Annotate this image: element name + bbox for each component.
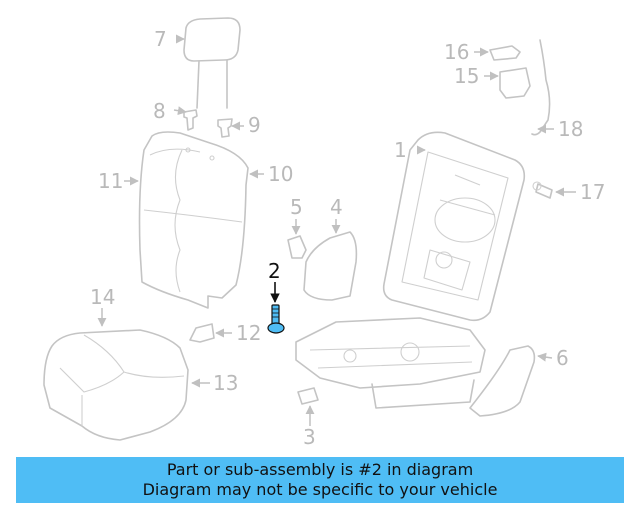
highlighted-bolt-2 xyxy=(267,304,285,334)
banner-line-2: Diagram may not be specific to your vehi… xyxy=(142,480,498,499)
callout-16: 16 xyxy=(444,40,469,64)
seat-base-frame xyxy=(295,317,486,409)
info-banner: Part or sub-assembly is #2 in diagram Di… xyxy=(16,457,624,503)
headrest xyxy=(183,17,241,109)
callout-15: 15 xyxy=(454,64,479,88)
callout-11: 11 xyxy=(98,169,123,193)
trim-cover-6 xyxy=(469,345,536,417)
headrest-guide-9 xyxy=(217,118,233,138)
callout-9: 9 xyxy=(248,113,261,137)
latch-15 xyxy=(499,67,531,99)
handle-16 xyxy=(489,45,521,61)
callout-2: 2 xyxy=(268,259,281,283)
callout-6: 6 xyxy=(556,346,569,370)
seat-back-frame xyxy=(382,131,526,322)
callout-12: 12 xyxy=(236,321,261,345)
callout-7: 7 xyxy=(154,27,167,51)
callout-4: 4 xyxy=(330,195,343,219)
callout-arrows xyxy=(97,34,576,426)
callout-14: 14 xyxy=(90,285,115,309)
callout-13: 13 xyxy=(213,371,238,395)
callout-labels: 7 8 9 10 11 12 13 14 5 4 6 3 1 17 16 15 … xyxy=(90,27,605,449)
bolt-17 xyxy=(532,181,553,199)
seat-cushion xyxy=(43,329,189,441)
callout-18: 18 xyxy=(558,117,583,141)
cable-18 xyxy=(531,39,551,136)
parts-diagram: 7 8 9 10 11 12 13 14 5 4 6 3 1 17 16 15 … xyxy=(43,17,605,449)
side-cover-4 xyxy=(303,231,358,301)
callout-17: 17 xyxy=(580,180,605,204)
pad-3 xyxy=(297,387,319,405)
small-bracket-12 xyxy=(189,323,215,343)
banner-line-1: Part or sub-assembly is #2 in diagram xyxy=(166,460,474,479)
callout-8: 8 xyxy=(153,99,166,123)
callout-5: 5 xyxy=(290,195,303,219)
headrest-guide-8 xyxy=(183,109,198,131)
callout-10: 10 xyxy=(268,162,293,186)
callout-3: 3 xyxy=(303,425,316,449)
clip-5 xyxy=(287,235,307,259)
seat-back-cover xyxy=(138,131,249,309)
callout-1: 1 xyxy=(394,138,407,162)
